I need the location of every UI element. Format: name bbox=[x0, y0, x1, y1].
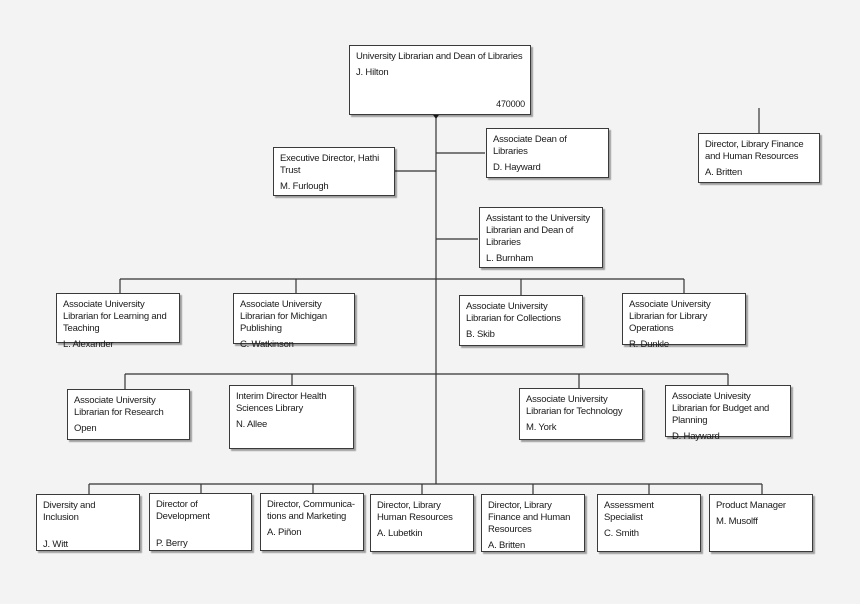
box-aul-technology: Associate University Librarian for Techn… bbox=[519, 388, 643, 440]
box-person-name: C. Smith bbox=[604, 528, 639, 539]
box-title: Assessment Specialist bbox=[604, 500, 654, 523]
box-person-name: B. Skib bbox=[466, 329, 495, 340]
box-person-name: L. Alexander bbox=[63, 339, 114, 350]
box-person-name: D. Hayward bbox=[672, 431, 720, 442]
box-title: Director, Library Finance and Human Reso… bbox=[705, 139, 804, 162]
box-title: Director, Library Finance and Human Reso… bbox=[488, 500, 571, 535]
box-person-name: L. Burnham bbox=[486, 253, 534, 264]
box-aul-learning: Associate University Librarian for Learn… bbox=[56, 293, 180, 350]
box-title: Executive Director, Hathi Trust bbox=[280, 153, 380, 176]
box-person-name: R. Dunkle bbox=[629, 339, 669, 350]
box-title: Diversity and Inclusion bbox=[43, 500, 96, 523]
box-title: Product Manager bbox=[716, 500, 786, 511]
box-title: Associate Univesity Librarian for Budget… bbox=[672, 391, 770, 426]
box-title: Director, Library Human Resources bbox=[377, 500, 453, 523]
box-person-name: M. Musolff bbox=[716, 516, 758, 527]
box-title: Associate Dean of Libraries bbox=[493, 134, 567, 157]
box-title: University Librarian and Dean of Librari… bbox=[356, 51, 523, 62]
box-communications: Director, Communica-tions and Marketing … bbox=[260, 493, 364, 551]
box-title: Associate University Librarian for Resea… bbox=[74, 395, 164, 418]
box-health-sciences: Interim Director Health Sciences Library… bbox=[229, 385, 354, 449]
box-person-name: M. York bbox=[526, 422, 557, 433]
box-person-name: A. Piñon bbox=[267, 527, 302, 538]
box-product-manager: Product Manager M. Musolff bbox=[709, 494, 813, 552]
box-title: Associate University Librarian for Learn… bbox=[63, 299, 167, 334]
box-title: Associate University Librarian for Libra… bbox=[629, 299, 711, 334]
box-aul-budget: Associate Univesity Librarian for Budget… bbox=[665, 385, 791, 442]
box-director-finance-top: Director, Library Finance and Human Reso… bbox=[698, 133, 820, 183]
box-person-name: P. Berry bbox=[156, 538, 188, 549]
box-person-name: C. Watkinson bbox=[240, 339, 294, 350]
box-title: Director of Development bbox=[156, 499, 210, 522]
box-human-resources: Director, Library Human Resources A. Lub… bbox=[370, 494, 474, 552]
box-title: Associate University Librarian for Techn… bbox=[526, 394, 623, 417]
box-title: Assistant to the University Librarian an… bbox=[486, 213, 590, 248]
box-aul-publishing: Associate University Librarian for Michi… bbox=[233, 293, 355, 350]
box-executive-director-hathi: Executive Director, Hathi Trust M. Furlo… bbox=[273, 147, 395, 196]
box-title: Director, Communica-tions and Marketing bbox=[267, 499, 355, 522]
box-person-name: D. Hayward bbox=[493, 162, 541, 173]
box-dean: University Librarian and Dean of Librari… bbox=[349, 45, 531, 115]
box-person-name: A. Britten bbox=[488, 540, 526, 551]
box-aul-collections: Associate University Librarian for Colle… bbox=[459, 295, 583, 346]
box-assessment: Assessment Specialist C. Smith bbox=[597, 494, 701, 552]
box-development: Director of Development P. Berry bbox=[149, 493, 252, 551]
box-code: 470000 bbox=[496, 99, 525, 109]
box-person-name: N. Allee bbox=[236, 419, 268, 430]
box-person-name: J. Witt bbox=[43, 539, 68, 550]
box-aul-operations: Associate University Librarian for Libra… bbox=[622, 293, 746, 350]
box-title: Associate University Librarian for Michi… bbox=[240, 299, 327, 334]
box-person-name: Open bbox=[74, 423, 97, 434]
box-person-name: J. Hilton bbox=[356, 67, 389, 78]
box-person-name: M. Furlough bbox=[280, 181, 329, 192]
box-person-name: A. Lubetkin bbox=[377, 528, 423, 539]
box-aul-research: Associate University Librarian for Resea… bbox=[67, 389, 190, 440]
box-title: Associate University Librarian for Colle… bbox=[466, 301, 561, 324]
box-finance-bottom: Director, Library Finance and Human Reso… bbox=[481, 494, 585, 552]
box-title: Interim Director Health Sciences Library bbox=[236, 391, 327, 414]
box-assistant: Assistant to the University Librarian an… bbox=[479, 207, 603, 268]
box-diversity: Diversity and Inclusion J. Witt bbox=[36, 494, 140, 551]
box-person-name: A. Britten bbox=[705, 167, 743, 178]
box-associate-dean: Associate Dean of Libraries D. Hayward bbox=[486, 128, 609, 178]
